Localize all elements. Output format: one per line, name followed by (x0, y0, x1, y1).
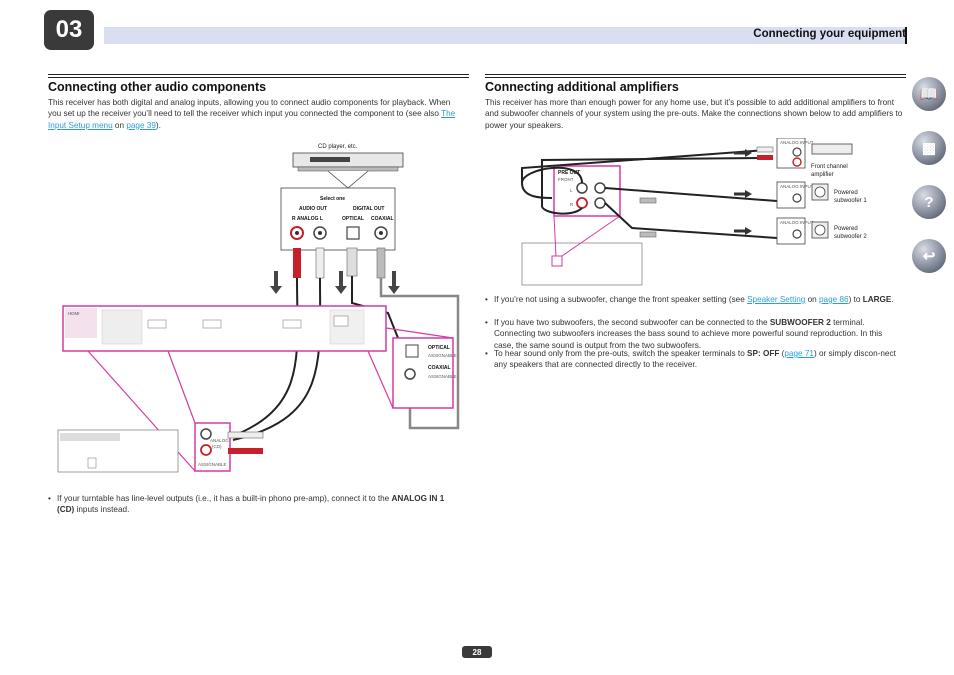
right-section-title: Connecting additional amplifiers (485, 80, 679, 94)
analog-input-label-2: ANALOG INPUT (780, 184, 814, 189)
r-analog-l-label: R ANALOG L (292, 216, 323, 222)
audio-components-diagram: CD player, etc. Select one AUDIO OUT DIG… (57, 144, 460, 473)
receiver-icon[interactable]: ▩ (912, 131, 946, 165)
front-l-label: L (570, 188, 573, 193)
left-intro: This receiver has both digital and analo… (48, 98, 456, 130)
front-label: FRONT (558, 177, 574, 182)
cd-label: (CD) (212, 444, 222, 449)
sub1-label-1: Powered (834, 190, 858, 196)
page-number: 28 (462, 646, 492, 658)
book-icon[interactable]: 📖 (912, 77, 946, 111)
coaxial-label: COAXIAL (371, 216, 394, 222)
right-section-rule-2 (485, 77, 906, 78)
analog-input-label-3: ANALOG INPUT (780, 220, 814, 225)
front-r-label: R (570, 202, 574, 207)
hdmi-label: HDMI (68, 311, 80, 316)
right-intro: This receiver has more than enough power… (485, 98, 903, 130)
header-title: Connecting your equipment (753, 28, 906, 40)
speaker-setting-link[interactable]: Speaker Setting (747, 295, 806, 304)
left-section-rule-2 (48, 77, 469, 78)
page-39-link[interactable]: page 39 (126, 120, 156, 130)
back-icon[interactable]: ↩ (912, 239, 946, 273)
input-setup-link[interactable]: The Input Setup menu (48, 109, 456, 130)
panel-optical-label: OPTICAL (428, 345, 450, 351)
optical-label: OPTICAL (342, 216, 364, 222)
pre-out-label: PRE OUT (558, 170, 580, 176)
sub2-label-2: subwoofer 2 (834, 234, 867, 240)
select-one-label: Select one (320, 196, 345, 202)
left-section-rule (48, 74, 469, 75)
front-amp-label-2: amplifier (811, 172, 834, 178)
right-section-rule (485, 74, 906, 75)
cd-player-label: CD player, etc. (318, 144, 358, 150)
header-mark (905, 27, 907, 44)
sub2-label-1: Powered (834, 226, 858, 232)
page-71-link[interactable]: page 71 (784, 349, 814, 358)
page-86-link[interactable]: page 86 (819, 295, 849, 304)
audio-out-label: AUDIO OUT (299, 206, 327, 212)
assignable-1-label: ASSIGNABLE (428, 353, 457, 358)
turntable-bullet: •If your turntable has line-level output… (48, 494, 445, 515)
assignable-2-label: ASSIGNABLE (428, 374, 457, 379)
subwoofer-bullet: •If you’re not using a subwoofer, change… (485, 295, 894, 304)
analog-input-label-1: ANALOG INPUT (780, 140, 814, 145)
digital-out-label: DIGITAL OUT (353, 206, 384, 212)
help-icon[interactable]: ? (912, 185, 946, 219)
chapter-badge: 03 (44, 10, 94, 50)
analog-in-1-label: ANALOG (210, 438, 229, 443)
sub1-label-2: subwoofer 1 (834, 198, 867, 204)
left-section-title: Connecting other audio components (48, 80, 267, 94)
panel-coaxial-label: COAXIAL (428, 365, 451, 371)
two-subwoofers-bullet: •If you have two subwoofers, the second … (485, 318, 883, 350)
assignable-3-label: ASSIGNABLE (198, 462, 227, 467)
amplifiers-diagram: PRE OUT FRONT L R ANALOG INPUT ANALOG IN… (520, 138, 867, 286)
pre-outs-bullet: •To hear sound only from the pre-outs, s… (485, 349, 896, 370)
front-amp-label-1: Front channel (811, 164, 848, 170)
header-band (104, 27, 906, 44)
